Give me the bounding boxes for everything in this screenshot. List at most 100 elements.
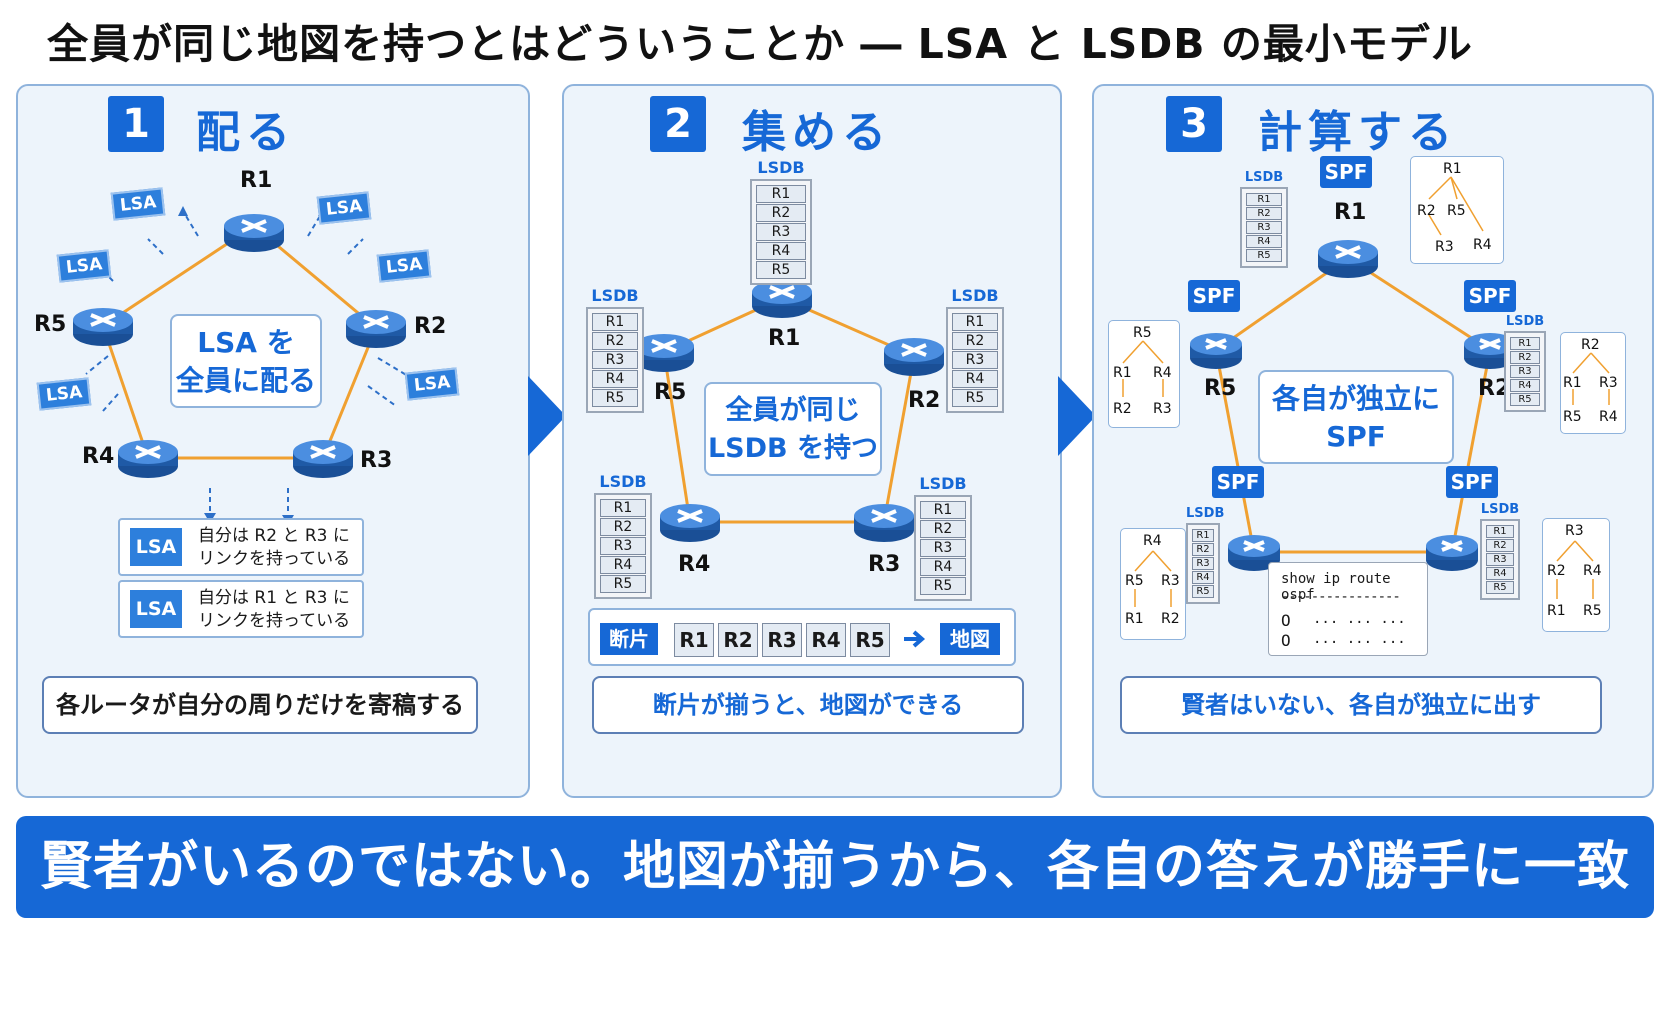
center-label: 各自が独立に SPF bbox=[1258, 370, 1454, 464]
router-icon bbox=[118, 440, 178, 478]
spf-tree-r5: R5 R1 R4 R2 R3 bbox=[1108, 320, 1180, 428]
router-label: R4 bbox=[678, 552, 711, 577]
fragment-chip: R2 bbox=[718, 623, 758, 657]
router-icon bbox=[73, 308, 133, 346]
lsa-packet: LSA bbox=[36, 377, 92, 411]
lsdb-r1: LSDB R1 R2 R3 R4 R5 bbox=[1240, 170, 1288, 268]
lsdb-r3: LSDB R1 R2 R3 R4 R5 bbox=[914, 474, 972, 601]
fragment-chip: R3 bbox=[762, 623, 802, 657]
network-links bbox=[101, 224, 378, 460]
spf-badge: SPF bbox=[1320, 156, 1372, 188]
conclusion-banner: 賢者がいるのではない。地図が揃うから、各自の答えが勝手に一致する bbox=[16, 816, 1654, 999]
panel-collect: 2 集める R1 R2 R3 R4 R5 bbox=[562, 84, 1062, 798]
router-icon bbox=[1464, 333, 1516, 369]
tree-edges bbox=[1556, 540, 1594, 599]
spf-badge: SPF bbox=[1464, 280, 1516, 312]
router-icon bbox=[1228, 535, 1280, 571]
panel-compute: 3 計算する R1 R2 R5 SPF bbox=[1092, 84, 1654, 798]
lsa-flow bbox=[182, 210, 199, 237]
step-number: 1 bbox=[108, 96, 164, 152]
lsdb-r2: LSDB R1 R2 R3 R4 R5 bbox=[946, 286, 1004, 413]
lsa-flow bbox=[147, 238, 164, 255]
center-label: LSA を 全員に配る bbox=[170, 314, 322, 408]
chevron-right-icon bbox=[528, 376, 566, 456]
spf-tree-r3: R3 R2 R4 R1 R5 bbox=[1542, 518, 1610, 632]
step-heading: 計算する bbox=[1258, 107, 1458, 158]
lsdb-r1: LSDB R1 R2 R3 R4 R5 bbox=[750, 158, 812, 285]
step-heading: 集める bbox=[742, 107, 892, 158]
tree-edges bbox=[1122, 340, 1164, 397]
center-label: 全員が同じ LSDB を持つ bbox=[704, 382, 882, 476]
spf-badge: SPF bbox=[1212, 466, 1264, 498]
fragment-bar: 断片 R1 R2 R3 R4 R5 地図 bbox=[588, 608, 1016, 666]
step-number: 3 bbox=[1166, 96, 1222, 152]
lsa-tag: LSA bbox=[130, 590, 182, 628]
panel-caption: 各ルータが自分の周りだけを寄稿する bbox=[42, 676, 478, 734]
step-number: 2 bbox=[650, 96, 706, 152]
fragment-chip: R4 bbox=[806, 623, 846, 657]
router-icon bbox=[634, 334, 694, 372]
network-diagram bbox=[1190, 240, 1516, 571]
arrowhead bbox=[178, 206, 188, 216]
arrow-right-icon bbox=[904, 630, 926, 648]
lsa-message: LSA 自分は R1 と R3 に リンクを持っている bbox=[118, 580, 364, 638]
fragments-label: 断片 bbox=[600, 623, 658, 655]
lsa-packet: LSA bbox=[110, 187, 166, 221]
router-label: R2 bbox=[908, 388, 941, 413]
spf-tree-r2: R2 R1 R3 R5 R4 bbox=[1560, 332, 1626, 434]
page-title: 全員が同じ地図を持つとはどういうことか ― LSA と LSDB の最小モデル bbox=[47, 20, 1473, 68]
router-label: R5 bbox=[34, 312, 67, 337]
lsa-packet: LSA bbox=[376, 249, 432, 283]
lsdb-r5: LSDB R1 R2 R3 R4 R5 bbox=[586, 286, 644, 413]
router-label: R5 bbox=[1204, 376, 1237, 401]
spf-tree-r4: R4 R5 R3 R1 R2 bbox=[1120, 528, 1186, 640]
lsdb-r2: LSDB R1 R2 R3 R4 R5 bbox=[1504, 314, 1546, 412]
router-label: R4 bbox=[82, 444, 115, 469]
router-icon bbox=[884, 338, 944, 376]
router-label: R2 bbox=[414, 314, 447, 339]
spf-tree-r1: R1 R2 R5 R3 R4 bbox=[1410, 156, 1504, 264]
lsdb-r3: LSDB R1 R2 R3 R4 R5 bbox=[1480, 502, 1520, 600]
panel-caption: 断片が揃うと、地図ができる bbox=[592, 676, 1024, 734]
lsa-flow bbox=[307, 210, 324, 237]
lsa-tag: LSA bbox=[130, 528, 182, 566]
lsa-flow bbox=[377, 357, 409, 377]
tree-edges bbox=[1428, 176, 1484, 236]
map-label: 地図 bbox=[940, 623, 1000, 655]
chevron-right-icon bbox=[1058, 376, 1096, 456]
route-output-terminal: show ip route ospf ---------------- O ..… bbox=[1268, 562, 1428, 656]
lsa-packet: LSA bbox=[56, 249, 112, 283]
lsdb-r4: LSDB R1 R2 R3 R4 R5 bbox=[1186, 506, 1224, 604]
router-label: R1 bbox=[1334, 200, 1367, 225]
router-label: R5 bbox=[654, 380, 687, 405]
lsdb-r4: LSDB R1 R2 R3 R4 R5 bbox=[594, 472, 652, 599]
router-icon bbox=[1426, 535, 1478, 571]
network-links bbox=[1214, 256, 1492, 554]
router-label: R3 bbox=[360, 448, 393, 473]
lsa-flow bbox=[102, 393, 119, 412]
router-icon bbox=[346, 310, 406, 348]
router-icon bbox=[752, 280, 812, 318]
spf-badge: SPF bbox=[1188, 280, 1240, 312]
router-label: R3 bbox=[868, 552, 901, 577]
panel-caption: 賢者はいない、各自が独立に出す bbox=[1120, 676, 1602, 734]
lsa-flow bbox=[347, 238, 364, 255]
spf-badge: SPF bbox=[1446, 466, 1498, 498]
panel-distribute: 1 配る bbox=[16, 84, 530, 798]
fragment-chip: R5 bbox=[850, 623, 890, 657]
lsa-packet: LSA bbox=[404, 367, 460, 401]
router-label: R1 bbox=[240, 168, 273, 193]
step-heading: 配る bbox=[196, 107, 296, 158]
router-icon bbox=[293, 440, 353, 478]
tree-edges bbox=[1572, 352, 1610, 405]
lsa-message: LSA 自分は R2 と R3 に リンクを持っている bbox=[118, 518, 364, 576]
lsa-flow bbox=[85, 355, 109, 375]
network-diagram bbox=[634, 280, 944, 542]
lsa-packet: LSA bbox=[316, 191, 372, 225]
router-icon bbox=[1318, 240, 1378, 278]
tree-edges bbox=[1134, 550, 1172, 607]
fragment-chip: R1 bbox=[674, 623, 714, 657]
router-icon bbox=[660, 504, 720, 542]
router-icon bbox=[1190, 333, 1242, 369]
router-icon bbox=[224, 214, 284, 252]
